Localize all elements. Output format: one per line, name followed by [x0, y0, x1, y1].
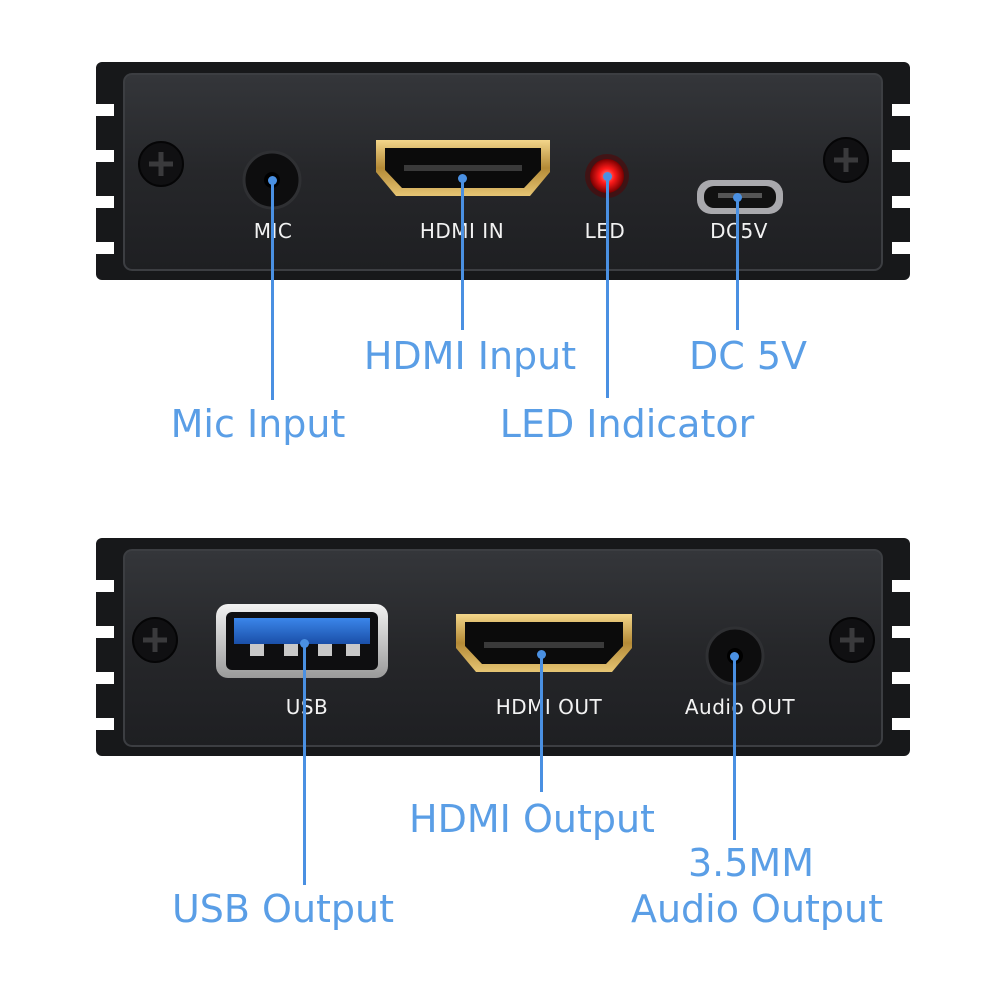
hdmi-input-callout: HDMI Input [363, 334, 577, 378]
usb-output-callout: USB Output [171, 887, 395, 931]
hdmi-out-lead-line [540, 654, 543, 792]
led-lead-line [606, 176, 609, 398]
hdmi-in-port [376, 140, 550, 196]
audio-output-callout-line1: 3.5MM [687, 841, 815, 885]
hdmi-out-port [456, 614, 632, 672]
mic-input-callout: Mic Input [170, 402, 346, 446]
dc-port-label: DC5V [710, 219, 768, 243]
mic-lead-line [271, 180, 274, 400]
screw-icon [132, 617, 178, 663]
led-indicator-callout: LED Indicator [499, 402, 755, 446]
usb-port-label: USB [285, 695, 329, 719]
dc-lead-line [736, 197, 739, 330]
screw-icon [138, 141, 184, 187]
usb-lead-line [303, 643, 306, 885]
hdmi-in-lead-line [461, 178, 464, 330]
hdmi-out-port-label: HDMI OUT [495, 695, 603, 719]
audio-out-lead-line [733, 656, 736, 840]
top-device [96, 62, 910, 280]
screw-icon [829, 617, 875, 663]
led-port-label: LED [584, 219, 626, 243]
audio-out-port-label: Audio OUT [684, 695, 796, 719]
audio-output-callout-line2: Audio Output [630, 887, 884, 931]
hdmi-output-callout: HDMI Output [409, 797, 655, 841]
screw-icon [823, 137, 869, 183]
bottom-device [96, 538, 910, 756]
dc-5v-callout: DC 5V [688, 334, 808, 378]
